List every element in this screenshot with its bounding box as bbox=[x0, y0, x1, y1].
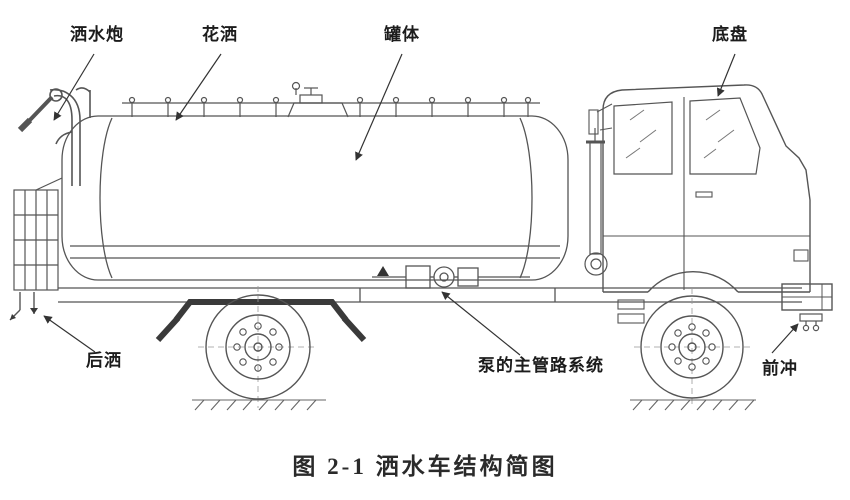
label-shower-sprinkler: 花洒 bbox=[202, 25, 238, 44]
cab-drawing bbox=[588, 84, 833, 324]
rear-spray-drawing bbox=[9, 292, 38, 321]
water-cannon-drawing bbox=[17, 87, 91, 186]
front-wheel-drawing bbox=[634, 288, 750, 408]
tank-body-drawing bbox=[61, 115, 569, 281]
front-flush-drawing bbox=[799, 313, 823, 332]
chassis-frame-drawing bbox=[58, 287, 802, 303]
label-water-cannon: 洒水炮 bbox=[70, 25, 124, 44]
tank-railing-sprinklers bbox=[122, 81, 540, 118]
rear-wheel-drawing bbox=[198, 286, 318, 408]
figure-caption: 图 2-1 洒水车结构简图 bbox=[292, 454, 558, 479]
ground-hatching bbox=[192, 399, 756, 411]
rear-platform-drawing bbox=[13, 177, 63, 291]
pump-pipeline-drawing bbox=[372, 265, 530, 289]
label-pump-main-pipeline: 泵的主管路系统 bbox=[478, 356, 604, 375]
label-rear-spray: 后洒 bbox=[86, 351, 122, 370]
exhaust-stack-drawing bbox=[584, 128, 608, 276]
label-chassis: 底盘 bbox=[712, 25, 748, 44]
leader-lines bbox=[43, 53, 799, 356]
rear-fender-drawing bbox=[155, 299, 367, 343]
label-front-flush: 前冲 bbox=[762, 359, 798, 378]
label-tank-body: 罐体 bbox=[384, 25, 420, 44]
